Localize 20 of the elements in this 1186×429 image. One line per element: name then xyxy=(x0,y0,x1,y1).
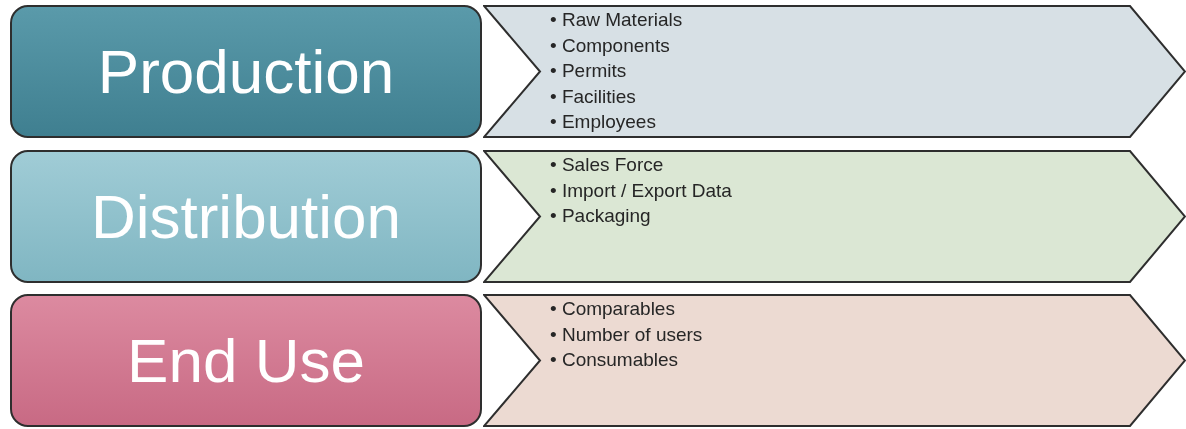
bullet-item: • Number of users xyxy=(550,322,703,347)
bullet-item: • Import / Export Data xyxy=(550,178,732,203)
bullet-item: • Sales Force xyxy=(550,153,665,177)
category-title: Distribution xyxy=(90,185,402,248)
chevron-shape xyxy=(483,294,1186,427)
bullet-item: • Permits xyxy=(550,59,628,84)
bullet-item: • Packaging xyxy=(550,204,652,229)
category-box xyxy=(10,294,482,427)
bullet-item: • Comparables xyxy=(550,297,676,321)
bullet-item: • Components xyxy=(550,33,671,58)
chevron-shape xyxy=(483,5,1186,138)
chevron-shape xyxy=(483,150,1186,283)
category-box xyxy=(10,150,482,283)
bullet-item: • Consumables xyxy=(550,348,680,373)
bullet-item: • Employees xyxy=(550,110,657,135)
category-box xyxy=(10,5,482,138)
category-title: End Use xyxy=(127,329,365,392)
bullet-item: • Facilities xyxy=(550,84,637,109)
category-title: Production xyxy=(97,40,395,103)
bullet-item: • Raw Materials xyxy=(550,8,683,32)
